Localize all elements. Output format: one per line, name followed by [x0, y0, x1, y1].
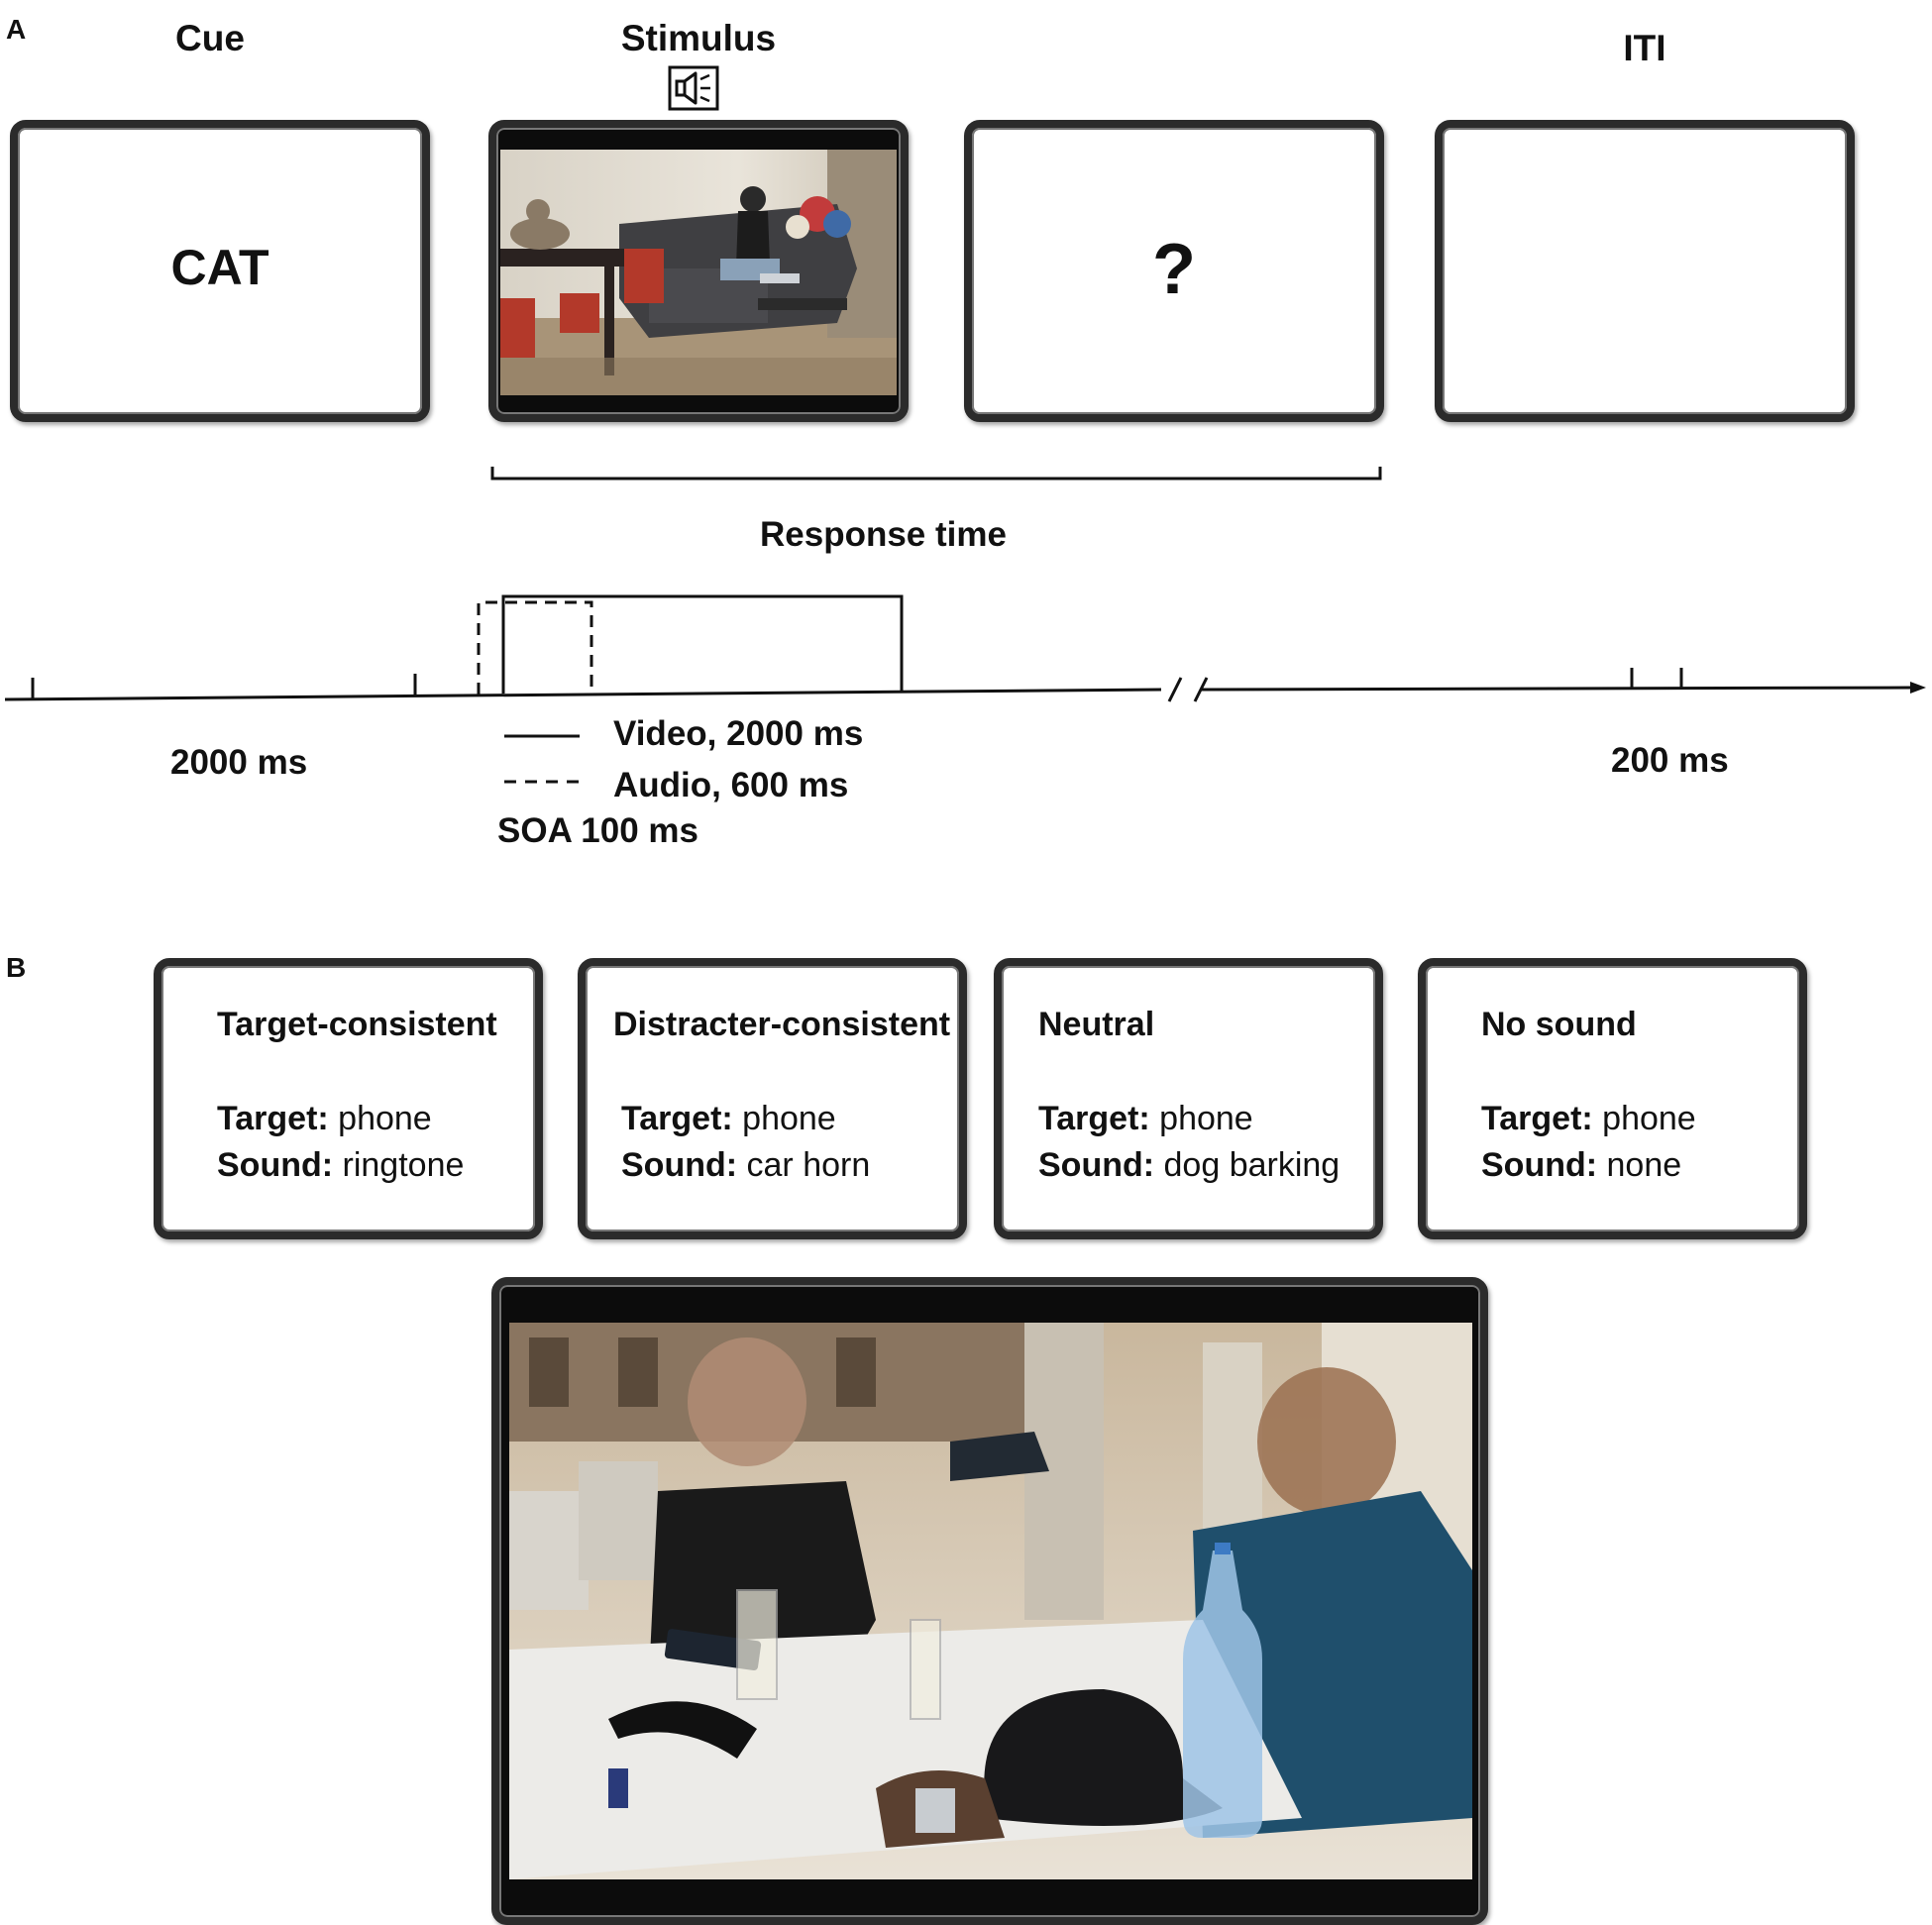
cue-screen: CAT — [10, 120, 430, 422]
condition-card-no-sound: No sound Target: phone Sound: none — [1418, 958, 1807, 1239]
condition-card-target-consistent: Target-consistent Target: phone Sound: r… — [154, 958, 543, 1239]
panel-a-letter: A — [6, 14, 27, 45]
condition-title: Target-consistent — [217, 1006, 497, 1043]
iti-screen — [1435, 120, 1855, 422]
condition-title: No sound — [1481, 1006, 1637, 1043]
panel-b-letter: B — [6, 952, 27, 983]
condition-target: Target: phone — [1038, 1100, 1253, 1137]
condition-card-neutral: Neutral Target: phone Sound: dog barking — [994, 958, 1383, 1239]
condition-title: Neutral — [1038, 1006, 1155, 1043]
stimulus-video-frame — [500, 150, 897, 395]
example-video-screen — [491, 1277, 1488, 1925]
legend-soa: SOA 100 ms — [497, 811, 698, 850]
condition-target: Target: phone — [217, 1100, 432, 1137]
condition-sound: Sound: dog barking — [1038, 1146, 1341, 1184]
condition-target: Target: phone — [1481, 1100, 1696, 1137]
question-mark: ? — [1152, 230, 1196, 309]
cue-word: CAT — [170, 240, 269, 295]
iti-duration-label: 200 ms — [1611, 741, 1729, 780]
cue-header: Cue — [175, 18, 245, 58]
stimulus-header: Stimulus — [620, 18, 777, 58]
cue-duration-label: 2000 ms — [170, 743, 308, 782]
condition-sound: Sound: none — [1481, 1146, 1682, 1184]
iti-header: ITI — [1623, 28, 1666, 68]
condition-target: Target: phone — [621, 1100, 836, 1137]
response-time-label: Response time — [760, 515, 1007, 554]
condition-sound: Sound: ringtone — [217, 1146, 465, 1184]
response-screen: ? — [964, 120, 1384, 422]
condition-card-distracter-consistent: Distracter-consistent Target: phone Soun… — [578, 958, 967, 1239]
speaker-icon — [668, 65, 719, 111]
stimulus-screen — [488, 120, 909, 422]
legend-video: Video, 2000 ms — [613, 714, 864, 753]
example-video-frame — [509, 1323, 1472, 1879]
legend-audio: Audio, 600 ms — [613, 766, 849, 804]
condition-title: Distracter-consistent — [613, 1006, 951, 1043]
condition-sound: Sound: car horn — [621, 1146, 871, 1184]
